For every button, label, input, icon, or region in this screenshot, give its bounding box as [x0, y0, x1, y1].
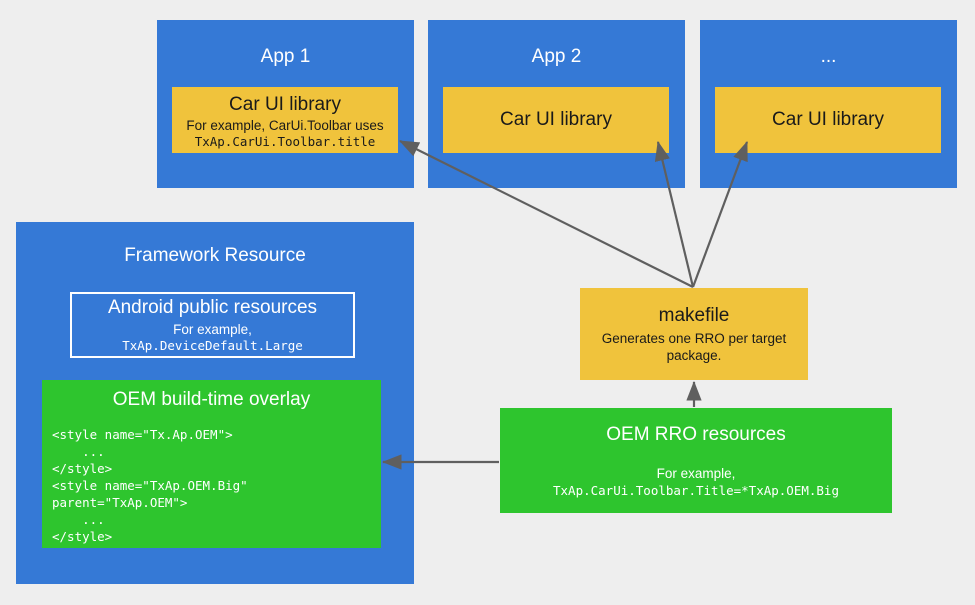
android-public-resources-code: TxAp.DeviceDefault.Large — [122, 338, 303, 353]
oem-rro-resources-code: TxAp.CarUi.Toolbar.Title=*TxAp.OEM.Big — [553, 482, 839, 498]
android-public-resources-box: Android public resources For example, Tx… — [70, 292, 355, 358]
oem-build-time-overlay-title: OEM build-time overlay — [112, 389, 311, 410]
app-2-car-ui-library-title: Car UI library — [500, 109, 612, 130]
app-1-car-ui-library-title: Car UI library — [229, 94, 341, 115]
app-1-car-ui-library-subtitle: For example, CarUi.Toolbar uses — [186, 118, 384, 133]
app-2-container: App 2 Car UI library — [428, 20, 685, 188]
makefile-box: makefile Generates one RRO per target pa… — [580, 288, 808, 380]
android-public-resources-title: Android public resources — [107, 297, 318, 318]
oem-rro-resources-subtitle: For example, — [656, 465, 736, 481]
oem-rro-resources-title: OEM RRO resources — [606, 423, 786, 445]
android-public-resources-subtitle: For example, — [173, 322, 252, 337]
app-3-title: ... — [820, 46, 837, 67]
makefile-title: makefile — [658, 305, 730, 326]
app-2-title: App 2 — [531, 46, 582, 67]
app-3-car-ui-library: Car UI library — [715, 87, 941, 153]
app-1-container: App 1 Car UI library For example, CarUi.… — [157, 20, 414, 188]
framework-resource-container: Framework Resource Android public resour… — [16, 222, 414, 584]
app-3-car-ui-library-title: Car UI library — [772, 109, 884, 130]
app-1-car-ui-library-code: TxAp.CarUi.Toolbar.title — [194, 134, 376, 149]
app-3-container: ... Car UI library — [700, 20, 957, 188]
app-1-car-ui-library: Car UI library For example, CarUi.Toolba… — [172, 87, 398, 153]
makefile-subtitle: Generates one RRO per target package. — [601, 331, 787, 363]
oem-rro-resources-box: OEM RRO resources For example, TxAp.CarU… — [500, 408, 892, 513]
framework-resource-title: Framework Resource — [124, 245, 306, 266]
app-2-car-ui-library: Car UI library — [443, 87, 669, 153]
app-1-title: App 1 — [260, 46, 311, 67]
oem-build-time-overlay-box: OEM build-time overlay <style name="Tx.A… — [42, 380, 381, 548]
oem-build-time-overlay-code: <style name="Tx.Ap.OEM"> ... </style> <s… — [52, 427, 248, 544]
